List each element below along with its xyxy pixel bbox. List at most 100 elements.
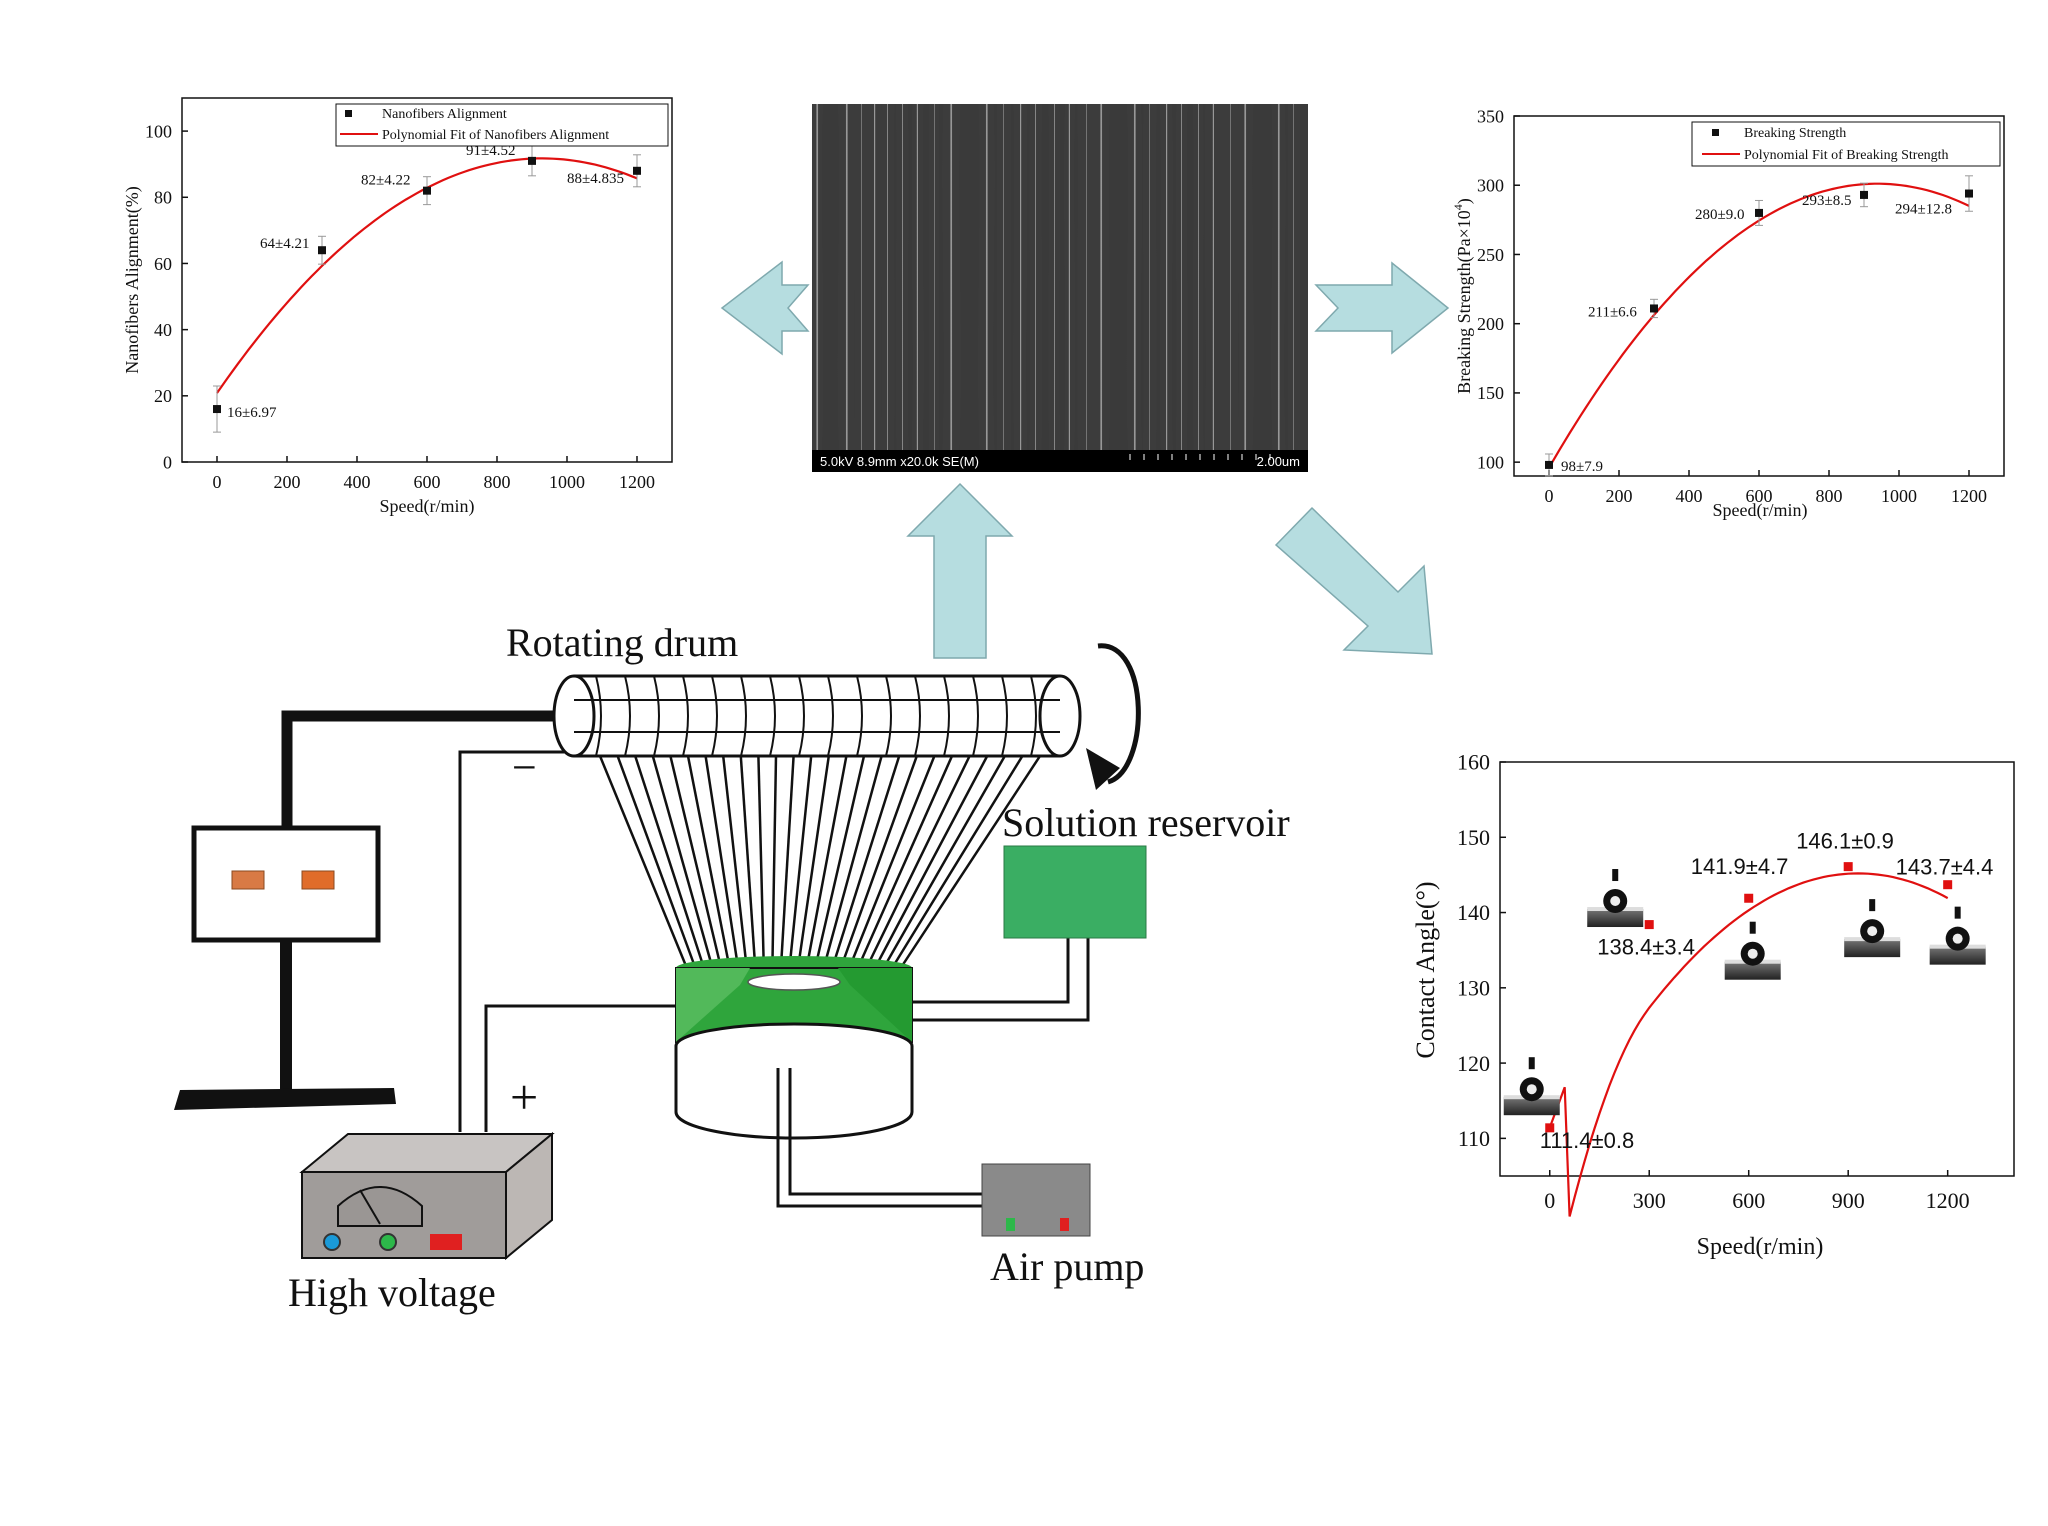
drum-ring xyxy=(885,675,892,757)
solution-reservoir-label: Solution reservoir xyxy=(1002,800,1290,845)
drum-ring xyxy=(943,675,950,757)
data-label: 88±4.835 xyxy=(567,171,624,187)
sem-fiber xyxy=(1271,104,1287,472)
sem-fiber xyxy=(895,104,909,472)
droplet-image xyxy=(1587,869,1644,928)
drum-ring xyxy=(1030,675,1037,757)
fit-curve xyxy=(1548,182,1970,469)
data-point xyxy=(1545,460,1553,469)
drum-ring xyxy=(856,675,863,757)
data-label: 111.4±0.8 xyxy=(1540,1128,1634,1153)
air-pump xyxy=(981,1163,1091,1237)
negative-wire xyxy=(458,750,574,1132)
fiber-jet-line xyxy=(831,755,901,967)
feed-tube xyxy=(912,938,1090,1022)
arrow-right-icon xyxy=(1314,261,1450,355)
spinneret xyxy=(674,956,914,1140)
sem-fiber xyxy=(837,104,856,472)
data-label: 280±9.0 xyxy=(1695,207,1744,223)
electrospinning-apparatus: − + High voltage Rotating drum xyxy=(174,620,1290,1315)
drum-ring xyxy=(740,675,747,757)
x-tick-label: 400 xyxy=(1676,486,1703,506)
x-tick-label: 800 xyxy=(1816,486,1843,506)
arrow-up-icon xyxy=(906,482,1014,659)
fiber-jet-line xyxy=(616,755,696,967)
sem-fiber xyxy=(866,104,883,472)
x-tick-label: 0 xyxy=(1544,1188,1555,1213)
droplet-image xyxy=(1929,906,1986,965)
x-tick-label: 1200 xyxy=(1951,486,1987,506)
legend-label: Nanofibers Alignment xyxy=(382,107,507,122)
y-tick-label: 350 xyxy=(1477,106,1504,126)
arrow-down-right-icon xyxy=(1274,506,1433,655)
sem-fiber xyxy=(812,104,824,472)
fiber-jet-line xyxy=(598,755,688,967)
x-tick-label: 1200 xyxy=(1926,1188,1970,1213)
sem-scale: 2.00um xyxy=(1257,454,1300,469)
sem-fiber xyxy=(1175,104,1188,472)
legend-label: Breaking Strength xyxy=(1744,126,1846,141)
sem-fiber xyxy=(1126,104,1143,472)
sem-fiber xyxy=(1143,104,1157,472)
y-tick-label: 100 xyxy=(1477,452,1504,472)
sem-image: 5.0kV 8.9mm x20.0k SE(M) 2.00um xyxy=(812,104,1308,472)
y-tick-label: 100 xyxy=(145,121,172,141)
data-point xyxy=(1965,189,1973,198)
data-point xyxy=(528,156,536,165)
sem-fiber xyxy=(1029,104,1043,472)
drum-ring xyxy=(682,675,689,757)
drum-ring xyxy=(972,675,979,757)
fiber-jet-line xyxy=(874,755,989,967)
sem-fiber xyxy=(880,104,895,472)
positive-wire xyxy=(484,1004,682,1132)
fiber-jet-line xyxy=(805,755,848,967)
data-label: 91±4.52 xyxy=(466,143,515,159)
x-tick-label: 300 xyxy=(1633,1188,1666,1213)
sem-fiber xyxy=(1204,104,1223,472)
x-tick-label: 600 xyxy=(1746,486,1773,506)
droplet-image xyxy=(1724,921,1781,980)
drum-ring xyxy=(914,675,921,757)
sem-fiber xyxy=(978,104,996,472)
voltmeter-needle xyxy=(359,1189,381,1225)
power-switch xyxy=(430,1234,462,1250)
fiber-jet-line xyxy=(739,755,757,967)
sem-fiber xyxy=(1159,104,1174,472)
legend-label: Polynomial Fit of Breaking Strength xyxy=(1744,148,1949,163)
data-label: 138.4±3.4 xyxy=(1597,935,1695,960)
data-point xyxy=(1650,304,1658,313)
y-tick-label: 160 xyxy=(1457,750,1490,775)
sem-fiber xyxy=(941,104,961,472)
sem-info-bar xyxy=(812,450,1308,472)
y-tick-label: 110 xyxy=(1458,1126,1490,1151)
fiber-jet-line xyxy=(686,755,731,967)
pump-light-red xyxy=(1060,1218,1069,1231)
indicator-light xyxy=(301,870,335,890)
droplet-image xyxy=(1503,1057,1560,1116)
y-axis-label: Breaking Strength(Pa×104) xyxy=(1451,198,1475,394)
y-tick-label: 0 xyxy=(163,452,172,472)
fiber-jet-line xyxy=(669,755,722,967)
data-point xyxy=(1843,862,1853,872)
y-tick-label: 80 xyxy=(154,188,172,208)
rotation-arrowhead-icon xyxy=(1086,748,1120,790)
data-point xyxy=(213,405,221,414)
solution-reservoir xyxy=(1003,845,1147,939)
arrow-left-icon xyxy=(720,260,810,356)
fiber-jet-line xyxy=(892,755,1024,967)
feed-tube xyxy=(912,938,1070,1004)
drum-ring xyxy=(827,675,834,757)
y-tick-label: 140 xyxy=(1457,900,1490,925)
x-axis-label: Speed(r/min) xyxy=(1713,500,1808,521)
legend-marker xyxy=(1712,129,1719,136)
x-axis-label: Speed(r/min) xyxy=(380,496,475,517)
rotation-arrow-icon xyxy=(1097,643,1141,785)
sem-info: 5.0kV 8.9mm x20.0k SE(M) xyxy=(820,454,979,469)
air-tube xyxy=(788,1068,982,1196)
sem-fiber xyxy=(996,104,1012,472)
sem-fiber xyxy=(1013,104,1028,472)
drum-ring xyxy=(595,675,602,757)
drum-ring xyxy=(769,675,776,757)
fiber-jet-line xyxy=(721,755,748,967)
